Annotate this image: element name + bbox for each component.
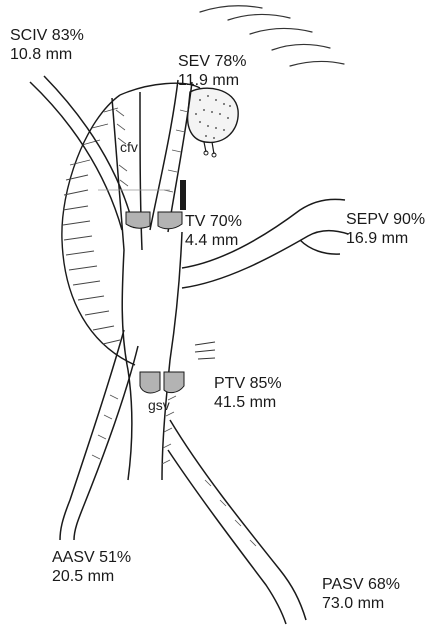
aasv-percent: AASV 51%	[52, 548, 131, 567]
tv-diameter: 4.4 mm	[185, 231, 242, 250]
sev-diameter: 11.9 mm	[178, 71, 246, 90]
gsv-trunk	[122, 232, 182, 480]
sev-percent: SEV 78%	[178, 52, 246, 71]
tv-callout: TV 70% 4.4 mm	[185, 212, 242, 250]
sepv-percent: SEPV 90%	[346, 210, 425, 229]
sepv-callout: SEPV 90% 16.9 mm	[346, 210, 425, 248]
preterminal-valve	[140, 372, 184, 393]
aasv-diameter: 20.5 mm	[52, 567, 131, 586]
sev-hatching	[164, 110, 188, 192]
aasv-callout: AASV 51% 20.5 mm	[52, 548, 131, 586]
tv-percent: TV 70%	[185, 212, 242, 231]
gsv-label: gsv	[148, 397, 170, 413]
sciv-percent: SCIV 83%	[10, 26, 84, 45]
ptv-percent: PTV 85%	[214, 374, 282, 393]
cfv-label: cfv	[120, 139, 138, 155]
sheath-hatching	[63, 108, 120, 344]
sepv-diameter: 16.9 mm	[346, 229, 425, 248]
pasv-callout: PASV 68% 73.0 mm	[322, 575, 400, 613]
ptv-tributary-hatch	[195, 342, 215, 359]
pasv-percent: PASV 68%	[322, 575, 400, 594]
sciv-diameter: 10.8 mm	[10, 45, 84, 64]
pasv-diameter: 73.0 mm	[322, 594, 400, 613]
ptv-diameter: 41.5 mm	[214, 393, 282, 412]
sev-callout: SEV 78% 11.9 mm	[178, 52, 246, 90]
sciv-callout: SCIV 83% 10.8 mm	[10, 26, 84, 64]
ptv-callout: PTV 85% 41.5 mm	[214, 374, 282, 412]
lymph-node	[188, 88, 239, 157]
